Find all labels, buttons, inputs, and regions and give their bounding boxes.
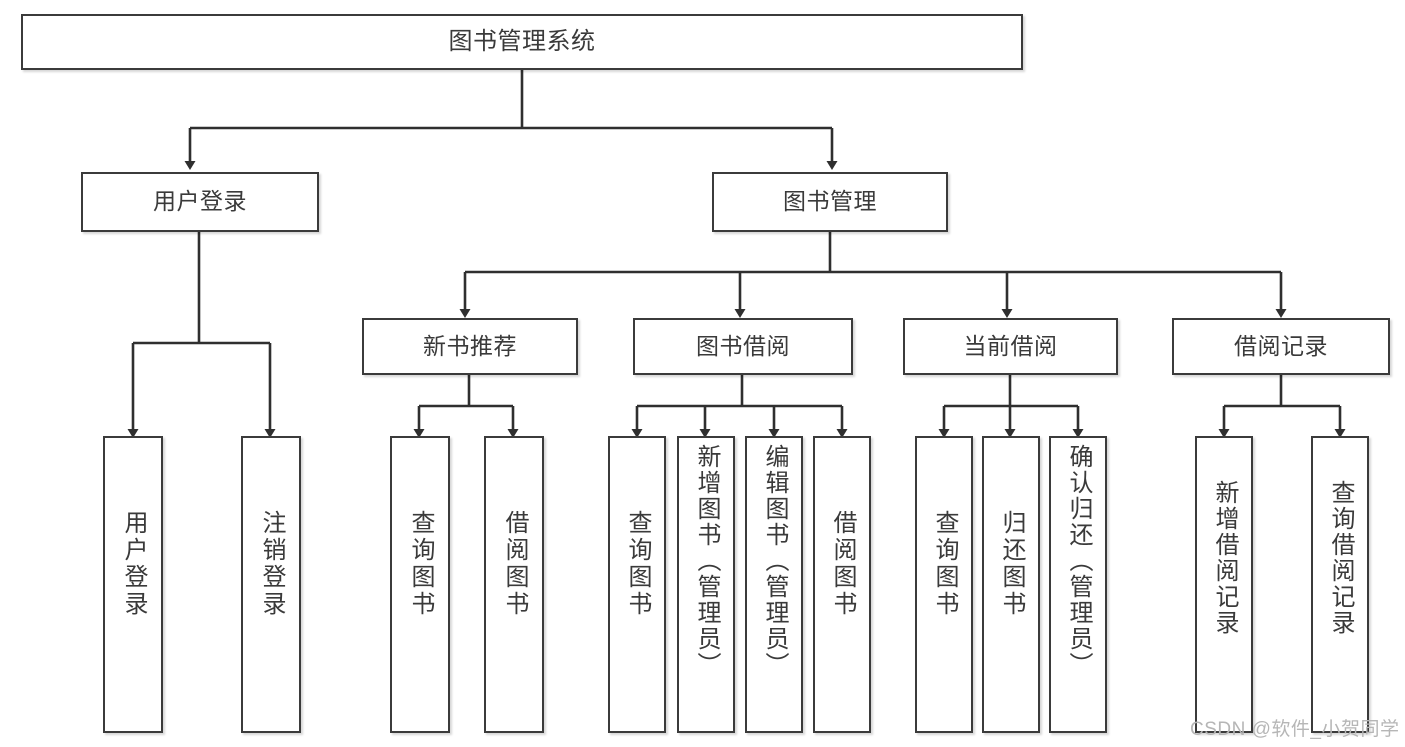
leaf-logout-login[interactable]: 注销登录 <box>241 436 301 733</box>
node-label: 查询借阅记录 <box>1327 480 1354 636</box>
node-new-book-recommend[interactable]: 新书推荐 <box>362 318 578 375</box>
node-user-login[interactable]: 用户登录 <box>81 172 319 232</box>
node-label: 新增图书（管理员） <box>693 444 720 678</box>
leaf-query-borrow-record[interactable]: 查询借阅记录 <box>1311 436 1369 733</box>
node-label: 新增借阅记录 <box>1211 480 1238 636</box>
leaf-return-book[interactable]: 归还图书 <box>982 436 1040 733</box>
leaf-query-book-current[interactable]: 查询图书 <box>915 436 973 733</box>
node-label: 图书管理系统 <box>448 27 596 55</box>
node-label: 借阅记录 <box>1234 332 1328 359</box>
leaf-borrow-book-borrow[interactable]: 借阅图书 <box>813 436 871 733</box>
leaf-edit-book-admin[interactable]: 编辑图书（管理员） <box>745 436 803 733</box>
node-label: 查询图书 <box>931 510 958 618</box>
node-label: 图书管理 <box>783 188 877 215</box>
leaf-query-book-recommend[interactable]: 查询图书 <box>390 436 450 733</box>
node-label: 确认归还（管理员） <box>1065 444 1092 678</box>
node-borrow-record[interactable]: 借阅记录 <box>1172 318 1390 375</box>
leaf-add-borrow-record[interactable]: 新增借阅记录 <box>1195 436 1253 733</box>
node-label: 注销登录 <box>258 510 285 618</box>
node-label: 归还图书 <box>998 510 1025 618</box>
leaf-query-book-borrow[interactable]: 查询图书 <box>608 436 666 733</box>
node-current-borrow[interactable]: 当前借阅 <box>903 318 1118 375</box>
leaf-user-login[interactable]: 用户登录 <box>103 436 163 733</box>
node-book-management[interactable]: 图书管理 <box>712 172 948 232</box>
leaf-add-book-admin[interactable]: 新增图书（管理员） <box>677 436 735 733</box>
node-root-book-management-system[interactable]: 图书管理系统 <box>21 14 1023 70</box>
node-label: 图书借阅 <box>696 332 790 359</box>
leaf-confirm-return-admin[interactable]: 确认归还（管理员） <box>1049 436 1107 733</box>
node-label: 借阅图书 <box>501 510 528 618</box>
node-label: 用户登录 <box>120 510 147 618</box>
node-label: 查询图书 <box>624 510 651 618</box>
node-label: 编辑图书（管理员） <box>761 444 788 678</box>
node-book-borrow[interactable]: 图书借阅 <box>633 318 853 375</box>
node-label: 新书推荐 <box>423 332 517 359</box>
node-label: 借阅图书 <box>829 510 856 618</box>
leaf-borrow-book-recommend[interactable]: 借阅图书 <box>484 436 544 733</box>
node-label: 用户登录 <box>153 188 247 215</box>
csdn-watermark: CSDN @软件_小贺同学 <box>1190 719 1400 740</box>
node-label: 查询图书 <box>407 510 434 618</box>
node-label: 当前借阅 <box>963 332 1058 359</box>
